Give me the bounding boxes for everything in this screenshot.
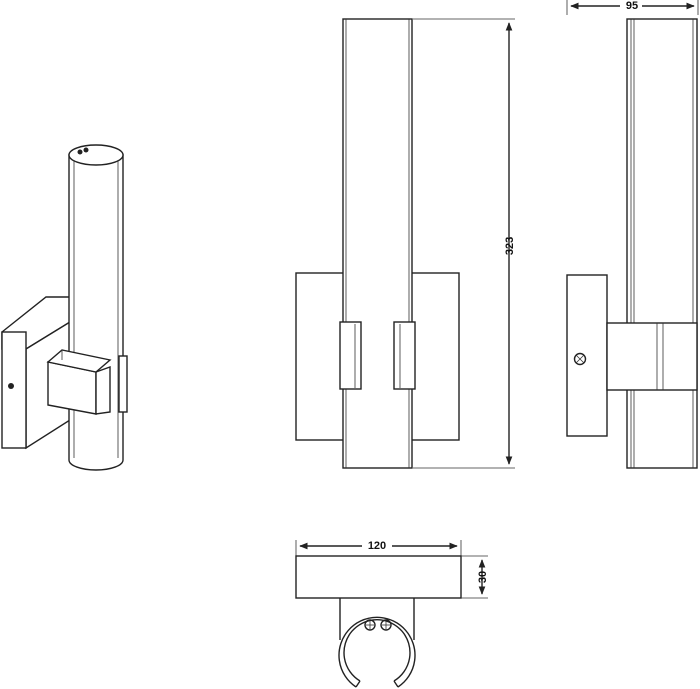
iso-tube-top xyxy=(68,144,124,166)
thickness-dimension-label: 30 xyxy=(477,571,489,583)
side-screw xyxy=(573,352,587,366)
top-view: 120 30 xyxy=(295,539,489,688)
iso-screw-hole xyxy=(8,383,14,389)
side-plate xyxy=(566,274,608,437)
side-tube xyxy=(626,18,698,469)
top-plate xyxy=(295,555,462,599)
height-dimension-label: 323 xyxy=(504,237,516,255)
side-bracket xyxy=(606,322,698,391)
front-tube xyxy=(342,18,413,469)
front-clamp-left xyxy=(339,321,362,390)
front-view: 323 xyxy=(295,18,516,469)
depth-dimension-label: 95 xyxy=(626,0,638,12)
iso-plate-front xyxy=(1,331,27,449)
top-screw-left xyxy=(364,619,376,631)
side-view: 95 xyxy=(566,0,699,469)
width-dimension-label: 120 xyxy=(368,540,386,552)
iso-tube-body xyxy=(68,154,124,471)
top-tube-ring-outer xyxy=(338,616,416,688)
front-clamp-right xyxy=(393,321,416,390)
iso-bracket-side xyxy=(95,366,111,415)
top-screw-right xyxy=(380,619,392,631)
isometric-view xyxy=(1,144,128,471)
